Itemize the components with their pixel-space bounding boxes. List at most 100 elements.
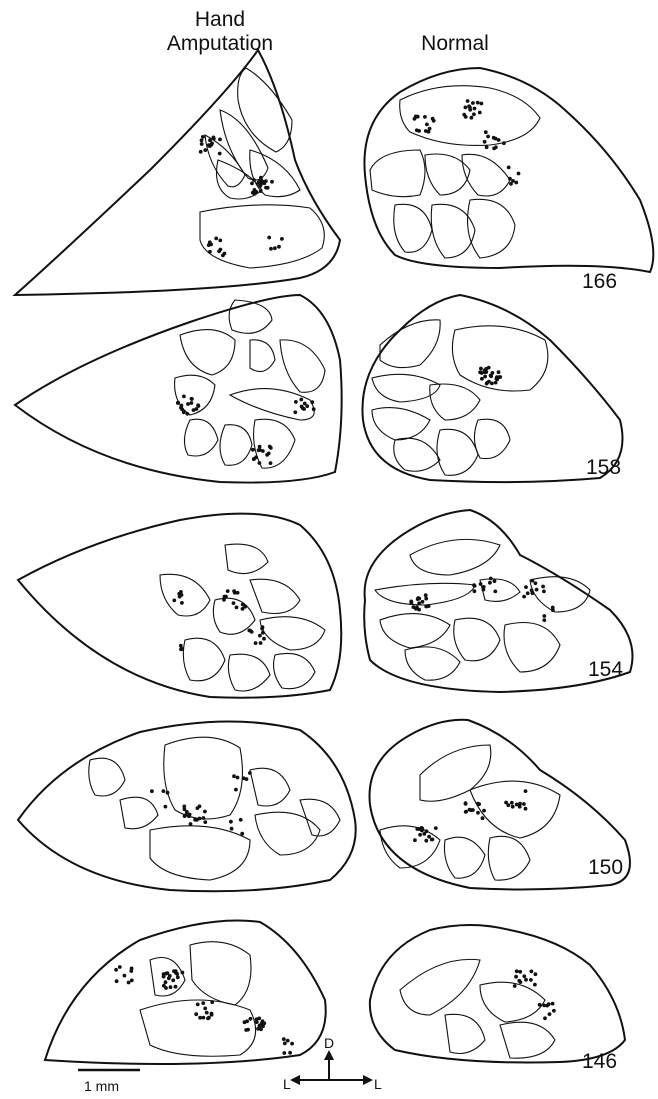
labeled-cell-dot <box>130 967 134 971</box>
labeled-cell-dot <box>471 808 475 812</box>
labeled-cell-dot <box>507 166 511 170</box>
labeled-cell-dot <box>248 771 252 775</box>
labeled-cell-dot <box>199 150 203 154</box>
labeled-cell-dot <box>497 138 501 142</box>
labeled-cell-dot <box>222 598 226 602</box>
labeled-cell-dot <box>533 983 537 987</box>
labeled-cell-dot <box>118 965 122 969</box>
labeled-cell-dot <box>258 634 262 638</box>
labeled-cell-dot <box>208 250 212 254</box>
labeled-cell-dot <box>196 403 200 407</box>
labeled-cell-dot <box>252 457 256 461</box>
labeled-cell-dot <box>417 608 421 612</box>
labeled-cell-dot <box>245 777 249 781</box>
labeled-cell-dot <box>123 974 127 978</box>
labeled-cell-dot <box>250 182 254 186</box>
labeled-cell-dot <box>493 579 497 583</box>
labeled-cell-dot <box>180 647 184 651</box>
section-150-amputation <box>18 721 356 891</box>
labeled-cell-dot <box>424 597 428 601</box>
labeled-cell-dot <box>472 112 476 116</box>
labeled-cell-dot <box>130 979 134 983</box>
labeled-cell-dot <box>195 818 199 822</box>
labeled-cell-dot <box>515 969 519 973</box>
section-150-normal <box>370 720 631 890</box>
labeled-cell-dot <box>269 461 273 465</box>
labeled-cell-dot <box>423 115 427 119</box>
labeled-cell-dot <box>480 102 484 106</box>
labeled-cell-dot <box>194 1012 198 1016</box>
labeled-cell-dot <box>223 252 227 256</box>
labeled-cell-dot <box>290 1042 294 1046</box>
labeled-cell-dot <box>303 402 307 406</box>
labeled-cell-dot <box>473 584 477 588</box>
labeled-cell-dot <box>522 802 526 806</box>
labeled-cell-dot <box>258 445 262 449</box>
labeled-cell-dot <box>485 145 489 149</box>
labeled-cell-dot <box>517 979 521 983</box>
labeled-cell-dot <box>491 371 495 375</box>
labeled-cell-dot <box>150 789 154 793</box>
labeled-cell-dot <box>524 585 528 589</box>
labeled-cell-dot <box>240 832 244 836</box>
labeled-cell-dot <box>483 375 487 379</box>
labeled-cell-dot <box>203 148 207 152</box>
labeled-cell-dot <box>180 593 184 597</box>
labeled-cell-dot <box>299 398 303 402</box>
labeled-cell-dot <box>182 805 186 809</box>
labeled-cell-dot <box>261 631 265 635</box>
labeled-cell-dot <box>424 129 428 133</box>
labeled-cell-dot <box>551 1002 555 1006</box>
labeled-cell-dot <box>518 802 522 806</box>
labeled-cell-dot <box>464 810 468 814</box>
labeled-cell-dot <box>209 143 213 147</box>
labeled-cell-dot <box>548 1012 552 1016</box>
labeled-cell-dot <box>424 839 428 843</box>
labeled-cell-dot <box>203 810 207 814</box>
labeled-cell-dot <box>261 449 265 453</box>
labeled-cell-dot <box>259 641 263 645</box>
labeled-cell-dot <box>424 605 428 609</box>
labeled-cell-dot <box>164 972 168 976</box>
labeled-cell-dot <box>486 135 490 139</box>
labeled-cell-dot <box>186 402 190 406</box>
labeled-cell-dot <box>427 835 431 839</box>
labeled-cell-dot <box>200 142 204 146</box>
labeled-cell-dot <box>422 832 426 836</box>
labeled-cell-dot <box>522 595 526 599</box>
labeled-cell-dot <box>214 237 218 241</box>
labeled-cell-dot <box>493 590 497 594</box>
labeled-cell-dot <box>504 801 508 805</box>
labeled-cell-dot <box>201 135 205 139</box>
labeled-cell-dot <box>166 791 170 795</box>
labeled-cell-dot <box>176 401 180 405</box>
labeled-cell-dot <box>471 101 475 105</box>
labeled-cell-dot <box>535 588 539 592</box>
labeled-cell-dot <box>431 117 435 121</box>
labeled-cell-dots <box>114 99 556 1055</box>
labeled-cell-dot <box>431 838 435 842</box>
labeled-cell-dot <box>251 191 255 195</box>
labeled-cell-dot <box>248 629 252 633</box>
labeled-cell-dot <box>425 123 429 127</box>
labeled-cell-dot <box>497 370 501 374</box>
labeled-cell-dot <box>241 603 245 607</box>
labeled-cell-dot <box>530 970 534 974</box>
labeled-cell-dot <box>236 776 240 780</box>
labeled-cell-dot <box>468 106 472 110</box>
labeled-cell-dot <box>260 627 264 631</box>
labeled-cell-dot <box>478 370 482 374</box>
labeled-cell-dot <box>239 818 243 822</box>
labeled-cell-dot <box>267 452 271 456</box>
labeled-cell-dot <box>529 978 533 982</box>
labeled-cell-dot <box>310 400 314 404</box>
labeled-cell-dot <box>218 152 222 156</box>
labeled-cell-dot <box>464 106 468 110</box>
labeled-cell-dot <box>478 111 482 115</box>
labeled-cell-dot <box>235 606 239 610</box>
section-154-amputation <box>18 514 341 698</box>
labeled-cell-dot <box>236 591 240 595</box>
labeled-cell-dot <box>169 985 173 989</box>
labeled-cell-dot <box>530 588 534 592</box>
labeled-cell-dot <box>174 985 178 989</box>
